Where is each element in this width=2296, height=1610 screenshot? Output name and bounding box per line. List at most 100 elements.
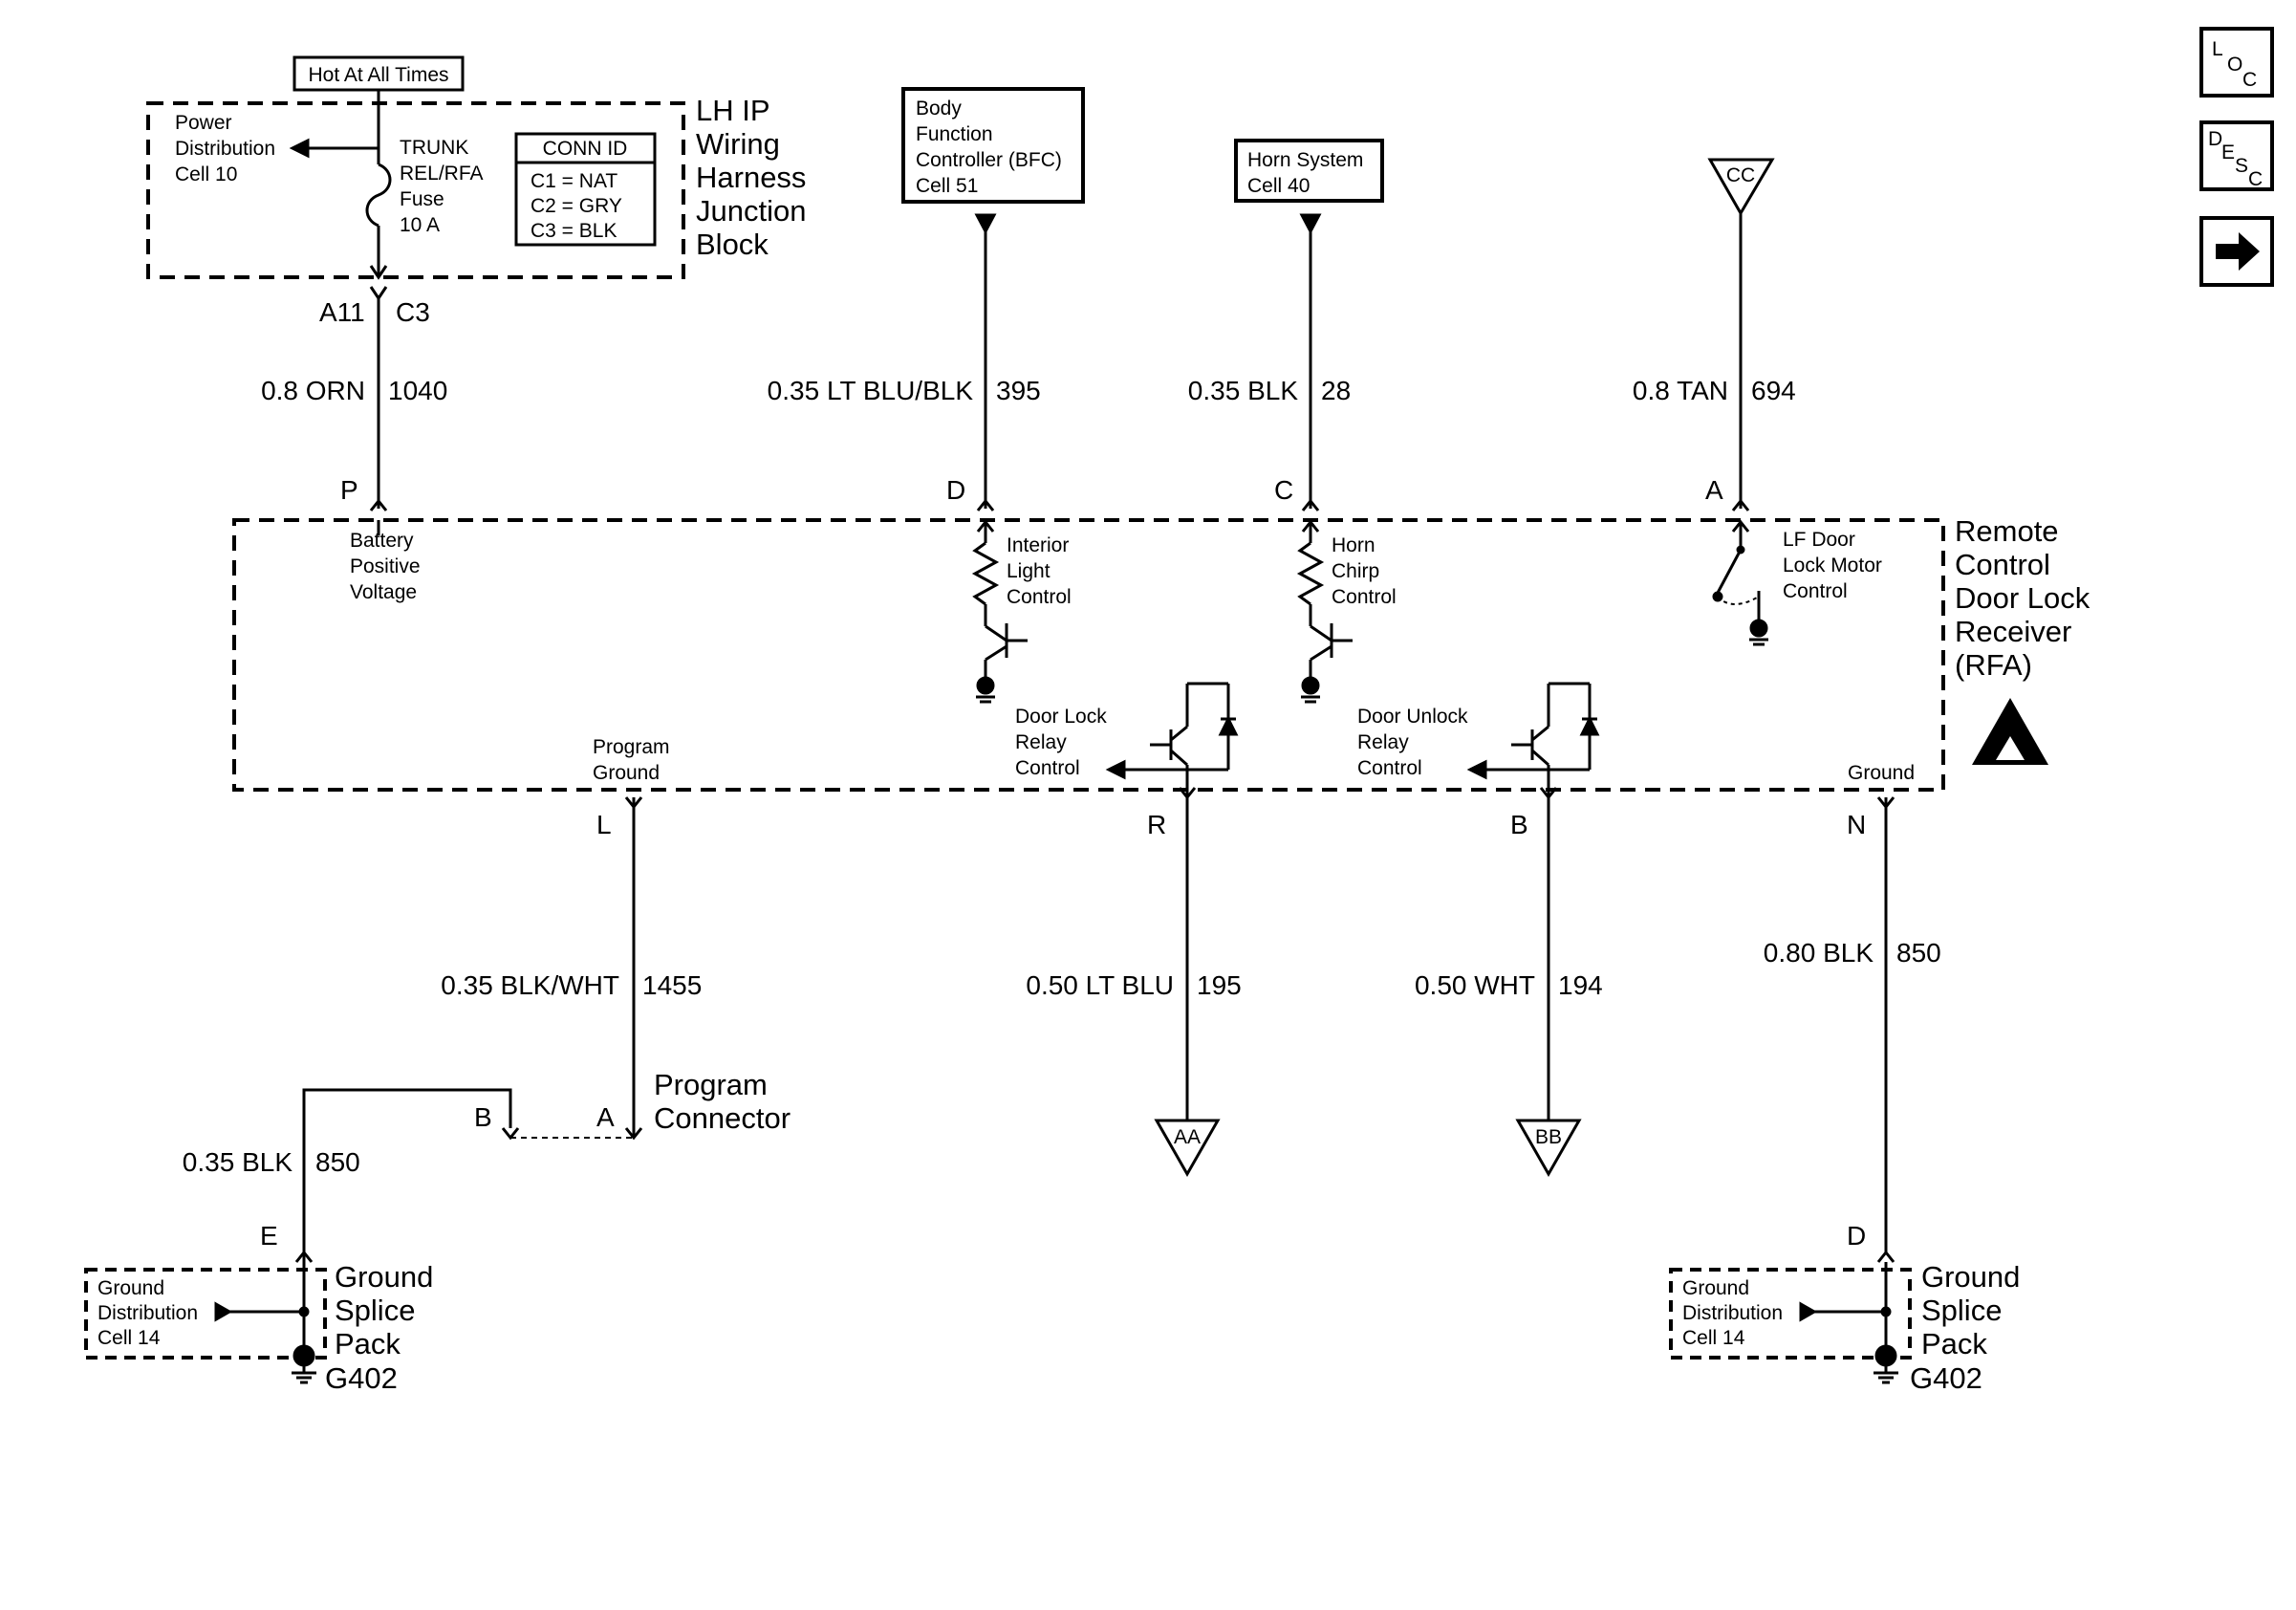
wire-r-pin: R [1147, 810, 1166, 839]
wire-e-line [302, 1088, 512, 1262]
fuse-block: Hot At All Times LH IP Wiring Harness Ju… [146, 55, 806, 327]
horn-chirp-label: Horn Chirp Control [1332, 534, 1397, 608]
wire-c-gauge: 0.35 BLK [1188, 376, 1299, 405]
wire-a-connector-icon [1731, 498, 1750, 511]
horn-arrow-icon [1299, 213, 1322, 235]
splice-right-ground-icon [1874, 1344, 1897, 1367]
next-button[interactable] [2199, 216, 2274, 287]
wire-a-circuit: 694 [1751, 376, 1796, 405]
wire-e-gauge: 0.35 BLK [183, 1147, 293, 1177]
wire-a: 0.8 TAN 694 A [1633, 213, 1796, 511]
offpage-aa-label: AA [1174, 1126, 1201, 1148]
splice-right-gnd: G402 [1910, 1361, 1982, 1395]
rfa-module: Remote Control Door Lock Receiver (RFA) … [232, 514, 2098, 792]
battery-label: Battery Positive Voltage [350, 530, 425, 603]
wire-d2-pin: D [1847, 1221, 1866, 1251]
wire-e-circuit: 850 [315, 1147, 360, 1177]
interior-light-resistor-icon [971, 541, 1000, 606]
conn-id-title: CONN ID [543, 138, 628, 160]
splice-left-gnd: G402 [325, 1361, 398, 1395]
door-lock-relay-label: Door Lock Relay Control [1015, 706, 1113, 779]
wire-d: 0.35 LT BLU/BLK 395 D [768, 231, 1041, 511]
loc-button-box[interactable] [2199, 27, 2274, 98]
ground-splice-pack-left: Ground Distribution Cell 14 Ground Splic… [84, 1260, 442, 1395]
horn-chirp-driver: Horn Chirp Control [1296, 519, 1397, 704]
fuse-pin-label: A11 [319, 297, 365, 327]
program-connector-pin-b: B [474, 1102, 492, 1132]
conn-id-rows: C1 = NAT C2 = GRY C3 = BLK [531, 170, 627, 242]
offpage-cc: CC [1707, 158, 1775, 216]
lf-door-switch: LF Door Lock Motor Control [1712, 519, 1888, 646]
interior-light-ground-icon [976, 676, 995, 695]
wire-l: L 0.35 BLK/WHT 1455 [441, 796, 702, 1138]
wire-c: 0.35 BLK 28 C [1188, 231, 1351, 511]
offpage-aa-triangle-icon [1154, 1119, 1221, 1178]
offpage-cc-label: CC [1726, 164, 1755, 186]
wire-l-gauge: 0.35 BLK/WHT [441, 970, 619, 1000]
splice-left-title: Ground Splice Pack [335, 1260, 442, 1360]
horn-chirp-ground-icon [1301, 676, 1320, 695]
splice-right-outline [1669, 1268, 1912, 1360]
loc-letter-c: C [2242, 69, 2257, 91]
bfc-arrow-icon [974, 213, 997, 235]
right-arrow-icon [2216, 232, 2260, 271]
door-unlock-relay-label: Door Unlock Relay Control [1357, 706, 1473, 779]
horn-reference: Horn System Cell 40 [1234, 139, 1384, 235]
program-ground-label: Program Ground [593, 736, 675, 784]
splice-right-arrow-icon [1799, 1301, 1818, 1322]
interior-light-transistor-icon [985, 624, 1007, 642]
wire-e-pin: E [260, 1221, 278, 1251]
offpage-cc-triangle-icon [1707, 158, 1775, 216]
door-unlock-diode-icon [1579, 715, 1600, 736]
interior-light-label: Interior Light Control [1007, 534, 1074, 608]
lf-door-label: LF Door Lock Motor Control [1783, 529, 1888, 602]
wire-r-gauge: 0.50 LT BLU [1026, 970, 1174, 1000]
wire-c-connector-icon [1301, 498, 1320, 511]
wire-p: 0.8 ORN 1040 P [261, 298, 447, 511]
wire-p-circuit: 1040 [388, 376, 447, 405]
rfa-module-outline [232, 518, 1945, 792]
desc-letter-e: E [2221, 141, 2235, 163]
wire-l-circuit: 1455 [642, 970, 702, 1000]
splice-left-ref: Ground Distribution Cell 14 [97, 1277, 204, 1349]
wire-c-circuit: 28 [1321, 376, 1351, 405]
desc-letter-d: D [2208, 128, 2222, 150]
wire-n-circuit: 850 [1896, 938, 1941, 968]
bfc-reference: Body Function Controller (BFC) Cell 51 [901, 87, 1085, 235]
wire-a-gauge: 0.8 TAN [1633, 376, 1728, 405]
offpage-bb-label: BB [1535, 1126, 1562, 1148]
desc-button-box[interactable] [2199, 120, 2274, 191]
ground-splice-pack-right: Ground Distribution Cell 14 Ground Splic… [1669, 1260, 2020, 1395]
bfc-label: Body Function Controller (BFC) Cell 51 [916, 98, 1068, 197]
door-lock-diode-icon [1218, 715, 1239, 736]
wire-d-connector-icon [976, 498, 995, 511]
loc-button[interactable]: L O C [2199, 27, 2274, 98]
horn-label: Horn System Cell 40 [1247, 149, 1369, 197]
wire-n: N 0.80 BLK 850 D [1764, 796, 1941, 1263]
splice-left-arrow-icon [214, 1301, 233, 1322]
bfc-box [901, 87, 1085, 204]
rfa-module-title: Remote Control Door Lock Receiver (RFA) [1955, 514, 2098, 682]
horn-chirp-transistor-icon [1310, 624, 1332, 642]
door-unlock-output-arrow-icon [1466, 759, 1487, 780]
fuse-symbol-icon [365, 163, 392, 228]
program-connector-b-icon [501, 1127, 520, 1141]
desc-button[interactable]: D E S C [2199, 120, 2274, 191]
fuse-output-arrow-icon [369, 265, 388, 280]
wire-r-circuit: 195 [1197, 970, 1242, 1000]
splice-left-ground-icon [292, 1344, 315, 1367]
program-connector-a-icon [624, 1127, 643, 1141]
wire-a-pin: A [1705, 475, 1723, 505]
lf-door-switch-icon [1716, 549, 1743, 594]
desc-letter-s: S [2235, 155, 2248, 177]
desc-letter-c: C [2248, 168, 2263, 190]
fuse-connector-icon [369, 286, 388, 301]
wire-c-pin: C [1274, 475, 1293, 505]
junction-block-outline [146, 101, 685, 279]
wire-d2-connector-icon [1876, 1250, 1895, 1263]
wire-l-pin: L [596, 810, 612, 839]
wire-b-gauge: 0.50 WHT [1415, 970, 1535, 1000]
door-unlock-relay-driver: Door Unlock Relay Control [1357, 682, 1600, 790]
conn-id-box [514, 132, 657, 247]
